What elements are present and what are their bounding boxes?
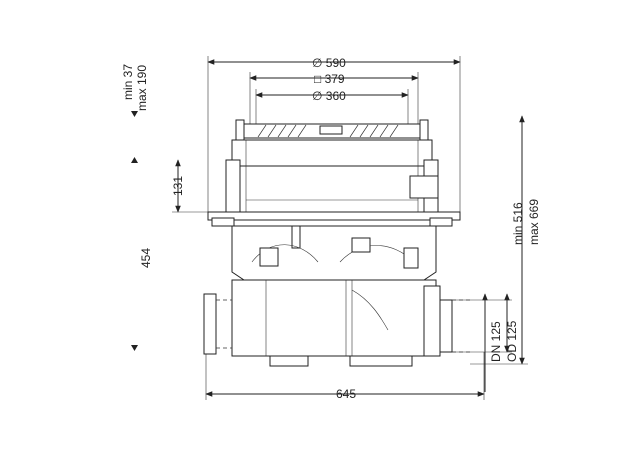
outer-diameter-label: ∅ 590 — [312, 56, 346, 70]
middle-body — [231, 225, 437, 281]
dimension-height-range: min 37 max 190 — [121, 64, 149, 117]
square-size-label: □ 379 — [314, 72, 345, 86]
side-inlet — [203, 293, 232, 355]
width-label: 645 — [336, 387, 356, 401]
pipe-dn-label: DN 125 — [489, 321, 503, 362]
depth-max-label: max 669 — [527, 199, 541, 245]
inner-diameter-label: ∅ 360 — [312, 89, 346, 103]
height-min-label: min 37 — [121, 64, 135, 100]
dimension-width: 645 — [205, 352, 485, 401]
dimension-pipe: DN 125 OD 125 — [452, 293, 519, 392]
upper-frame — [225, 139, 439, 217]
grate-top — [235, 119, 429, 141]
flange — [207, 211, 461, 227]
lower-body — [231, 279, 437, 367]
dimension-body-height: 454 — [131, 157, 153, 351]
dimension-outer-diameter: ∅ 590 — [207, 56, 461, 215]
dimension-inner-diameter: ∅ 360 — [255, 89, 409, 125]
outlet-pipe — [423, 285, 470, 357]
frame-height-label: 131 — [171, 176, 185, 196]
dimension-depth-range: min 516 max 669 — [470, 115, 541, 365]
body-height-label: 454 — [139, 248, 153, 268]
dimension-square-size: □ 379 — [249, 72, 419, 125]
pipe-od-label: OD 125 — [505, 320, 519, 362]
dimension-frame-height: 131 — [171, 159, 225, 213]
depth-min-label: min 516 — [511, 202, 525, 245]
height-max-label: max 190 — [135, 65, 149, 111]
